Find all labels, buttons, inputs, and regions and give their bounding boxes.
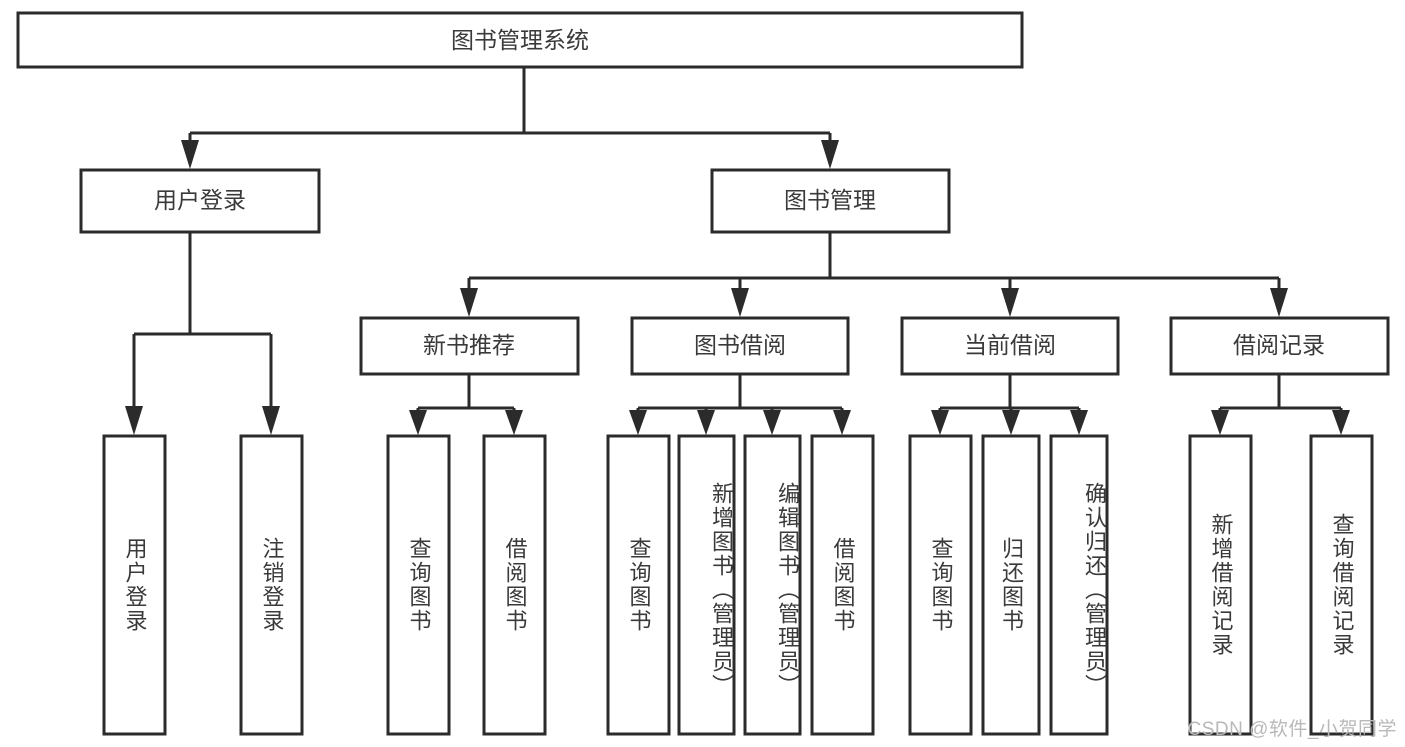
- node-leaf-edit-book-admin-box[interactable]: [743, 434, 802, 736]
- node-new-book-recommend-box[interactable]: [359, 316, 580, 376]
- node-leaf-user-login-box[interactable]: [102, 434, 167, 736]
- node-leaf-borrow-book-recommend-box[interactable]: [482, 434, 547, 736]
- node-current-borrow-box[interactable]: [900, 316, 1120, 376]
- node-user-login-label: 用户登录: [154, 187, 246, 213]
- node-leaf-query-book-borrow-box[interactable]: [606, 434, 671, 736]
- node-borrow-record-label: 借阅记录: [1233, 332, 1325, 358]
- arrow-to-leaf-borrow-book: [833, 410, 851, 435]
- arrow-to-leaf-query-borrow-record: [1332, 410, 1350, 435]
- node-book-borrow-box[interactable]: [630, 316, 850, 376]
- node-leaf-query-borrow-record-box[interactable]: [1309, 434, 1374, 736]
- csdn-watermark: CSDN @软件_小贺同学: [1187, 719, 1397, 740]
- node-leaf-return-book-box[interactable]: [981, 434, 1041, 736]
- arrow-to-leaf-user-login: [125, 406, 143, 435]
- node-layer: 图书管理系统 用户登录 图书管理 新书推荐 图书借阅 当前借阅 借阅记录: [16, 11, 1390, 736]
- arrow-to-current-borrow: [1001, 288, 1019, 317]
- arrow-to-leaf-query-book-current: [931, 410, 949, 435]
- node-leaf-logout-login-box[interactable]: [239, 434, 304, 736]
- arrow-root-to-book-manage: [821, 140, 839, 169]
- node-leaf-borrow-book-box[interactable]: [810, 434, 875, 736]
- arrow-to-leaf-query-book-borrow: [629, 410, 647, 435]
- arrow-to-leaf-confirm-return-admin: [1070, 410, 1088, 435]
- node-book-manage-box[interactable]: [710, 168, 951, 234]
- node-root-label: 图书管理系统: [451, 27, 589, 53]
- node-leaf-confirm-return-admin-box[interactable]: [1049, 434, 1109, 736]
- node-book-manage-label: 图书管理: [784, 187, 876, 213]
- node-new-book-recommend-label: 新书推荐: [423, 332, 515, 358]
- arrow-to-leaf-return-book: [1002, 410, 1020, 435]
- arrow-to-leaf-add-book-admin: [697, 410, 715, 435]
- arrow-to-leaf-edit-book-admin: [763, 410, 781, 435]
- arrow-to-new-book-recommend: [460, 288, 478, 317]
- arrow-to-book-borrow: [731, 288, 749, 317]
- node-leaf-query-book-current-box[interactable]: [908, 434, 973, 736]
- arrow-to-leaf-logout-login: [262, 406, 280, 435]
- connector-layer: [125, 67, 1350, 435]
- node-leaf-query-book-recommend-box[interactable]: [386, 434, 451, 736]
- arrow-root-to-user-login: [181, 140, 199, 169]
- node-book-borrow-label: 图书借阅: [694, 332, 786, 358]
- arrow-to-borrow-record: [1270, 288, 1288, 317]
- node-leaf-add-book-admin-box[interactable]: [677, 434, 736, 736]
- arrow-to-leaf-query-book-recommend: [409, 410, 427, 435]
- node-leaf-add-borrow-record-box[interactable]: [1188, 434, 1253, 736]
- node-root-box[interactable]: [16, 11, 1024, 69]
- node-borrow-record-box[interactable]: [1169, 316, 1390, 376]
- arrow-to-leaf-add-borrow-record: [1211, 410, 1229, 435]
- arrow-to-leaf-borrow-book-recommend: [505, 410, 523, 435]
- node-current-borrow-label: 当前借阅: [964, 332, 1056, 358]
- node-user-login-box[interactable]: [79, 168, 321, 234]
